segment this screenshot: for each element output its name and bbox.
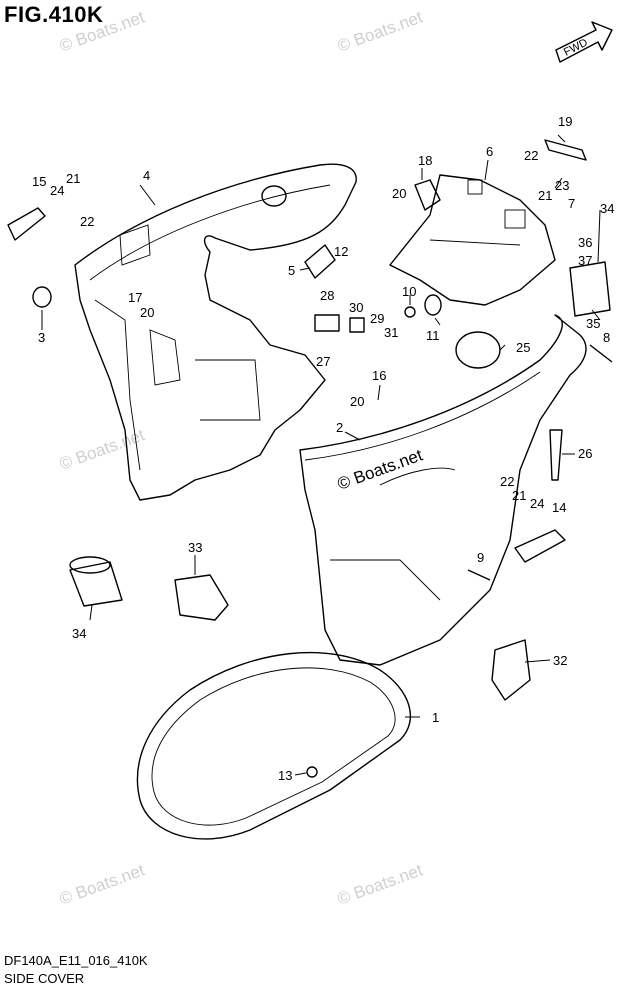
callout: 31 bbox=[384, 325, 398, 340]
callout: 23 bbox=[555, 178, 569, 193]
center-support bbox=[389, 174, 556, 306]
watermark: © Boats.net bbox=[335, 7, 425, 55]
callout: 21 bbox=[66, 171, 80, 186]
callout: 7 bbox=[568, 196, 575, 211]
leader-lines bbox=[41, 134, 601, 776]
callout: 12 bbox=[334, 244, 348, 259]
figure-title: FIG.410K bbox=[4, 2, 104, 27]
callout: 36 bbox=[578, 235, 592, 250]
callout: 17 bbox=[128, 290, 142, 305]
section-name: SIDE COVER bbox=[4, 971, 85, 986]
watermarks: © Boats.net © Boats.net © Boats.net © Bo… bbox=[57, 7, 425, 908]
callout: 22 bbox=[500, 474, 514, 489]
callout: 22 bbox=[524, 148, 538, 163]
callout: 20 bbox=[392, 186, 406, 201]
callout: 8 bbox=[603, 330, 610, 345]
callout: 10 bbox=[402, 284, 416, 299]
callout: 6 bbox=[486, 144, 493, 159]
callout: 27 bbox=[316, 354, 330, 369]
bottom-seal bbox=[136, 651, 411, 840]
callout: 28 bbox=[320, 288, 334, 303]
model-code: DF140A_E11_016_410K bbox=[4, 953, 148, 968]
callout: 14 bbox=[552, 500, 566, 515]
callout: 13 bbox=[278, 768, 292, 783]
callout: 15 bbox=[32, 174, 46, 189]
callout: 34 bbox=[72, 626, 86, 641]
callout: 16 bbox=[372, 368, 386, 383]
callout: 26 bbox=[578, 446, 592, 461]
callout: 5 bbox=[288, 263, 295, 278]
callout: 30 bbox=[349, 300, 363, 315]
callout: 1 bbox=[432, 710, 439, 725]
callout: 33 bbox=[188, 540, 202, 555]
callout: 32 bbox=[553, 653, 567, 668]
callout: 20 bbox=[140, 305, 154, 320]
callout-numbers: 1 2 3 4 5 6 7 8 9 10 11 12 13 14 15 16 1… bbox=[32, 114, 614, 783]
callout: 20 bbox=[350, 394, 364, 409]
callout: 19 bbox=[558, 114, 572, 129]
callout: 21 bbox=[538, 188, 552, 203]
callout: 29 bbox=[370, 311, 384, 326]
callout: 25 bbox=[516, 340, 530, 355]
callout: 24 bbox=[50, 183, 64, 198]
callout: 18 bbox=[418, 153, 432, 168]
watermark: © Boats.net bbox=[57, 860, 147, 908]
watermark: © Boats.net bbox=[57, 425, 147, 473]
callout: 3 bbox=[38, 330, 45, 345]
fwd-arrow-icon: FWD bbox=[555, 21, 613, 63]
callout: 2 bbox=[336, 420, 343, 435]
callout: 24 bbox=[530, 496, 544, 511]
watermark: © Boats.net bbox=[335, 860, 425, 908]
left-side-cover bbox=[74, 163, 357, 501]
fwd-label: FWD bbox=[562, 37, 590, 59]
callout: 21 bbox=[512, 488, 526, 503]
callout: 37 bbox=[578, 253, 592, 268]
callout: 35 bbox=[586, 316, 600, 331]
callout: 11 bbox=[426, 328, 440, 343]
callout: 22 bbox=[80, 214, 94, 229]
right-side-cover bbox=[299, 314, 587, 666]
callout: 9 bbox=[477, 550, 484, 565]
callout: 4 bbox=[143, 168, 150, 183]
watermark: © Boats.net bbox=[57, 7, 147, 55]
callout: 34 bbox=[600, 201, 614, 216]
